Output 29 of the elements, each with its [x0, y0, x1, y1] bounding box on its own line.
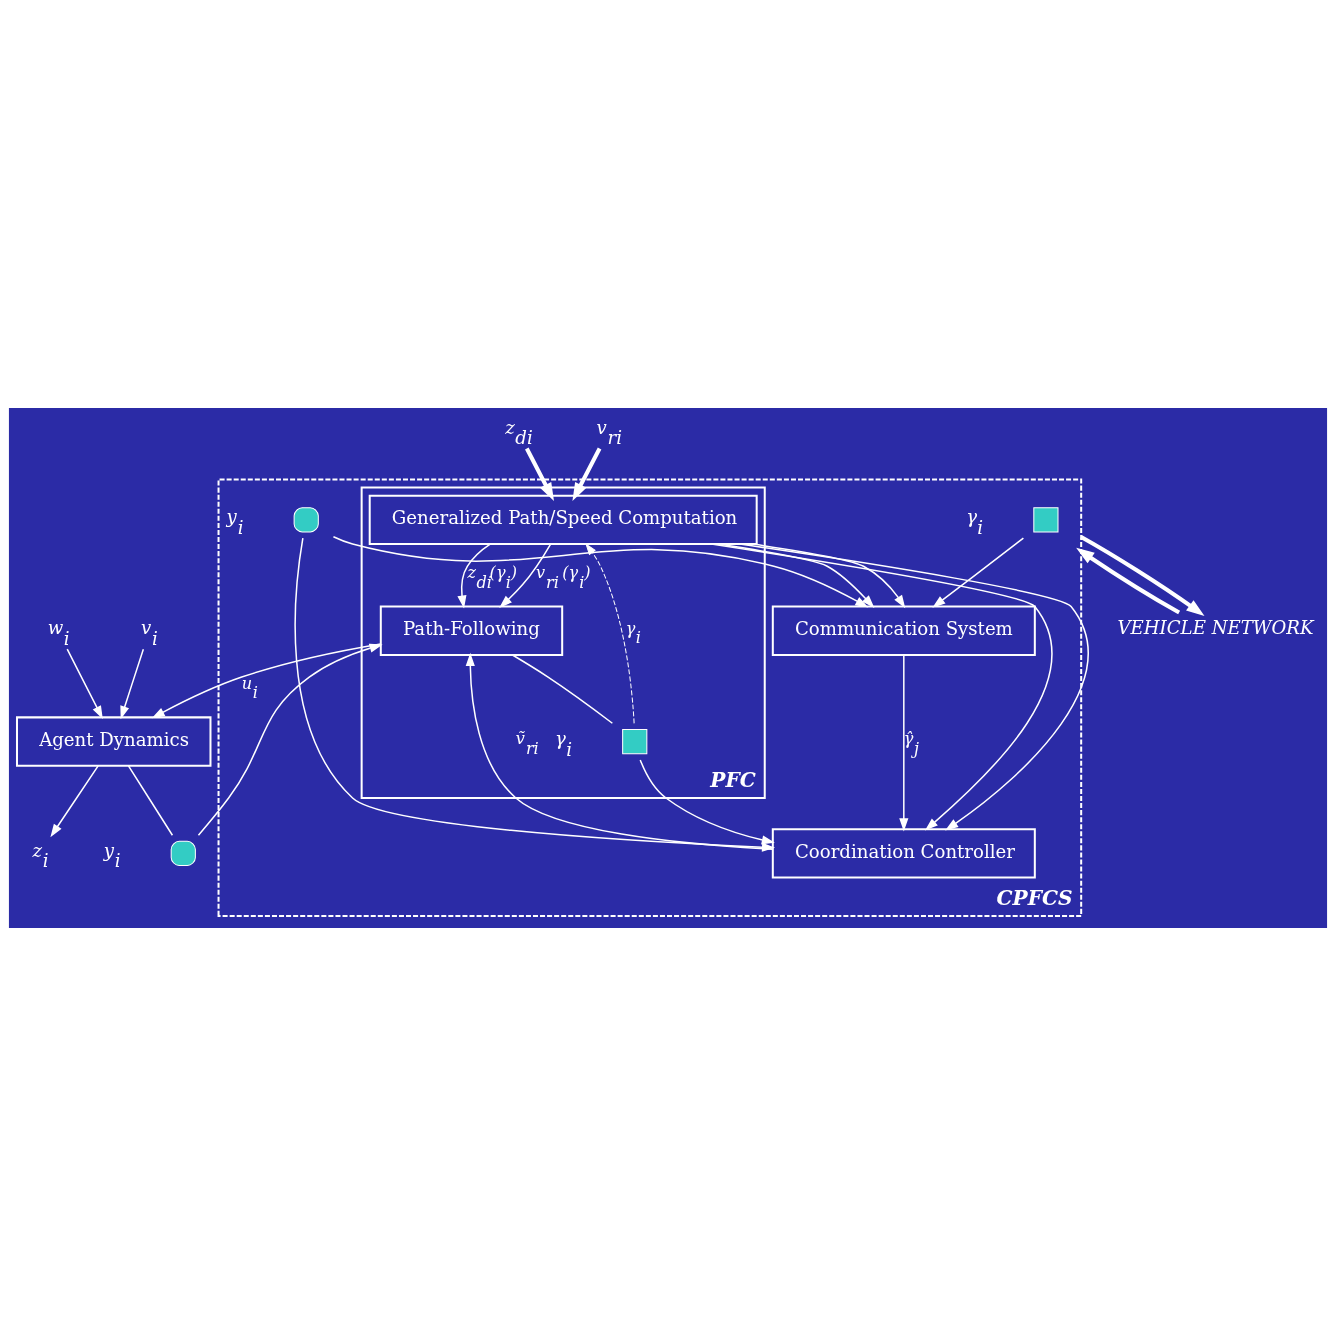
arrow	[710, 543, 1053, 831]
connector	[511, 654, 614, 724]
arrow	[294, 537, 776, 852]
connector	[127, 765, 174, 837]
arrow	[752, 543, 906, 609]
arrow	[639, 759, 775, 845]
arrow	[465, 652, 774, 850]
arrow	[499, 543, 552, 608]
arrow	[457, 543, 491, 609]
arrow	[525, 447, 554, 501]
node-box: Coordination Controller	[771, 828, 1036, 879]
node-box: Generalized Path/Speed Computation	[368, 494, 758, 546]
arrow	[50, 765, 99, 838]
arrow	[1076, 547, 1181, 615]
arrow	[1080, 535, 1205, 617]
arrow	[151, 643, 382, 719]
arrow	[899, 654, 909, 832]
node-box: Path-Following	[379, 605, 564, 656]
arrow	[197, 643, 383, 836]
arrow	[66, 648, 103, 720]
arrow	[572, 447, 602, 501]
arrow	[332, 536, 869, 608]
arrow	[585, 543, 635, 724]
node-text: VEHICLE NETWORK	[1117, 617, 1314, 639]
arrow	[738, 543, 1089, 831]
node-box: Agent Dynamics	[15, 716, 212, 767]
arrow	[120, 648, 145, 720]
node-box: Communication System	[771, 605, 1036, 656]
arrow	[932, 537, 1025, 608]
